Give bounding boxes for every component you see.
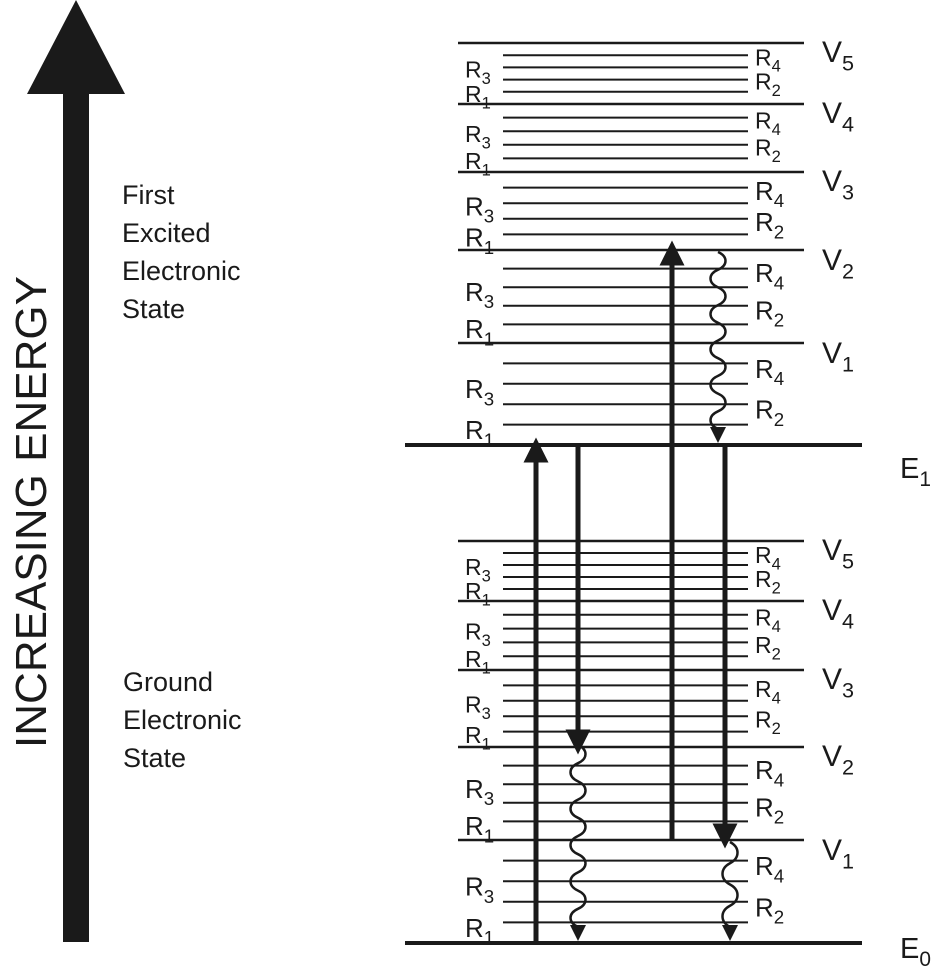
rotational-label: R2: [755, 395, 784, 430]
rotational-label: R4: [755, 44, 781, 75]
rotational-label: R4: [755, 542, 781, 573]
rotational-label: R3: [465, 56, 491, 87]
electronic-level-label: E0: [900, 933, 931, 970]
energy-axis: INCREASING ENERGY: [7, 0, 125, 942]
rotational-label: R4: [755, 354, 784, 389]
relaxation-arrowhead: [570, 925, 586, 941]
rotational-label: R2: [755, 632, 781, 663]
vibrational-label: V3: [822, 663, 854, 702]
rotational-label: R4: [755, 107, 781, 138]
rotational-label: R2: [755, 207, 784, 242]
rotational-label: R4: [755, 176, 784, 211]
energy-axis-label: INCREASING ENERGY: [7, 276, 56, 748]
rotational-label: R4: [755, 676, 781, 707]
transitions: [523, 240, 739, 943]
rotational-label: R2: [755, 566, 781, 597]
vibrational-label: V4: [822, 594, 854, 633]
rotational-label: R2: [755, 295, 784, 330]
rotational-label: R1: [465, 578, 491, 609]
excited-state-label: First Excited Electronic State: [122, 176, 241, 328]
electronic-level-label: E1: [900, 453, 931, 491]
ground-state-line: Ground: [123, 667, 214, 697]
rotational-label: R4: [755, 851, 784, 886]
excited-state-line: First: [122, 180, 175, 210]
vibrational-label: V2: [822, 244, 854, 283]
rotational-label: R1: [465, 415, 494, 450]
rotational-label: R1: [465, 223, 494, 258]
rotational-label: R3: [465, 121, 491, 152]
rotational-label: R4: [755, 258, 784, 293]
relaxation-wavy-arrow: [569, 743, 587, 929]
rotational-label: R2: [755, 135, 781, 166]
relaxation-arrowhead: [722, 925, 738, 941]
rotational-label: R1: [465, 646, 491, 677]
rotational-label: R3: [465, 277, 494, 312]
vibrational-label: V5: [822, 36, 854, 75]
energy-axis-shaft: [63, 88, 89, 942]
rotational-label: R1: [465, 722, 491, 753]
vibrational-label: V2: [822, 740, 854, 779]
rotational-label: R1: [465, 314, 494, 349]
relaxation-arrowhead: [710, 427, 726, 443]
rotational-label: R3: [465, 872, 494, 907]
rotational-label: R2: [755, 69, 781, 100]
rotational-label: R3: [465, 374, 494, 409]
ground-state-label: Ground Electronic State: [123, 663, 242, 777]
rotational-label: R2: [755, 707, 781, 738]
rotational-label: R1: [465, 913, 494, 948]
vibrational-label: V1: [822, 337, 854, 376]
rotational-label: R3: [465, 618, 491, 649]
up-arrow-icon: [27, 0, 125, 94]
excited-state-line: State: [122, 294, 186, 324]
excited-state-line: Excited: [122, 218, 211, 248]
vibrational-label: V3: [822, 165, 854, 204]
ground-state-line: Electronic: [123, 705, 242, 735]
relaxation-wavy-arrow: [709, 250, 727, 431]
rotational-label: R3: [465, 691, 491, 722]
rotational-label: R1: [465, 811, 494, 846]
vibrational-label: V4: [822, 97, 854, 136]
ground-state-line: State: [123, 743, 187, 773]
rotational-label: R4: [755, 605, 781, 636]
vibrational-label: V5: [822, 534, 854, 573]
rotational-label: R4: [755, 755, 784, 790]
relaxation-wavy-arrow: [721, 840, 739, 929]
rotational-label: R2: [755, 892, 784, 927]
rotational-label: R3: [465, 554, 491, 585]
rotational-label: R3: [465, 774, 494, 809]
vibrational-label: V1: [822, 834, 854, 873]
rotational-label: R1: [465, 81, 491, 112]
rotational-label: R1: [465, 148, 491, 179]
rotational-label: R3: [465, 191, 494, 226]
rotational-label: R2: [755, 792, 784, 827]
energy-levels: [405, 41, 862, 945]
excited-state-line: Electronic: [122, 256, 241, 286]
